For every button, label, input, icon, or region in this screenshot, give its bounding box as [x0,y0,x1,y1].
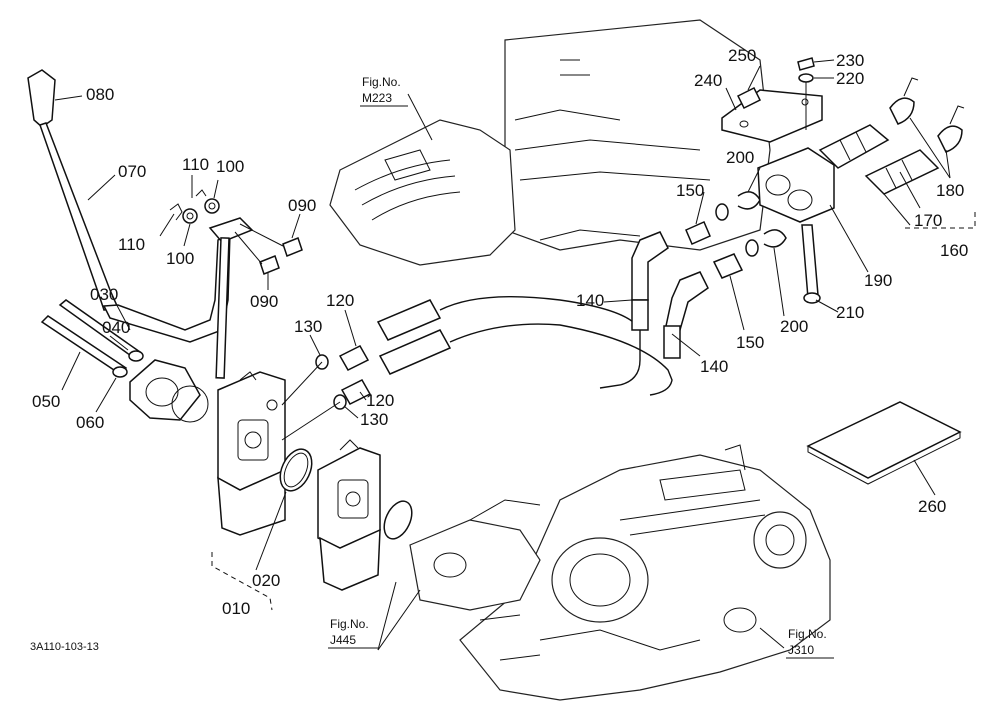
label-220: 220 [836,69,864,88]
control-valve-010 [217,371,313,536]
adapters-and-clips [685,191,787,279]
figref-m223-line2: M223 [362,91,392,105]
figref-j310-line2: J310 [788,643,814,657]
label-200-top: 200 [726,148,754,167]
link-arm [208,217,303,379]
label-250: 250 [728,46,756,65]
label-210: 210 [836,303,864,322]
label-200-bottom: 200 [780,317,808,336]
hydraulic-hoses [439,231,709,396]
figref-j445-line2: J445 [330,633,356,647]
figref-j445-line1: Fig.No. [330,617,369,631]
label-150-bottom: 150 [736,333,764,352]
label-170: 170 [914,211,942,230]
label-100-bottom: 100 [166,249,194,268]
label-030: 030 [90,285,118,304]
coupler-block [757,147,835,304]
label-110-bottom: 110 [118,235,145,254]
label-130-top: 130 [294,317,322,336]
figref-m223-line1: Fig.No. [362,75,401,89]
manual-booklet [806,401,962,485]
label-020: 020 [252,571,280,590]
group-brackets [211,212,976,611]
label-100-top: 100 [216,157,244,176]
label-180: 180 [936,181,964,200]
label-120-top: 120 [326,291,354,310]
fittings-and-orings [281,299,452,441]
mounting-bracket-outline [409,499,541,611]
label-160: 160 [940,241,968,260]
label-040: 040 [102,318,130,337]
label-090-top: 090 [288,196,316,215]
label-150-top: 150 [676,181,704,200]
label-140-left: 140 [576,291,604,310]
label-260: 260 [918,497,946,516]
transmission-housing-outline [459,444,831,701]
diagram-code: 3A110-103-13 [30,641,99,653]
label-110-top: 110 [182,155,209,174]
label-080: 080 [86,85,114,104]
quick-couplers [818,77,965,195]
label-130-bottom: 130 [360,410,388,429]
part-number-labels: 080 070 110 100 110 100 090 090 030 040 … [32,46,968,618]
label-070: 070 [118,162,146,181]
label-120-bottom: 120 [366,391,394,410]
figure-references: Fig.No. M223 Fig.No. J445 Fig.No. J310 [328,75,834,659]
leader-lines [54,59,951,651]
label-050: 050 [32,392,60,411]
control-valve-second [317,439,413,591]
label-240: 240 [694,71,722,90]
control-lever [27,69,231,343]
label-190: 190 [864,271,892,290]
label-090-bottom: 090 [250,292,278,311]
label-140-right: 140 [700,357,728,376]
label-010: 010 [222,599,250,618]
tractor-body-outline [329,19,771,266]
label-060: 060 [76,413,104,432]
pins-and-washers [169,189,220,224]
figref-j310-line1: Fig.No. [788,627,827,641]
label-230: 230 [836,51,864,70]
bracket-assembly [721,57,823,143]
